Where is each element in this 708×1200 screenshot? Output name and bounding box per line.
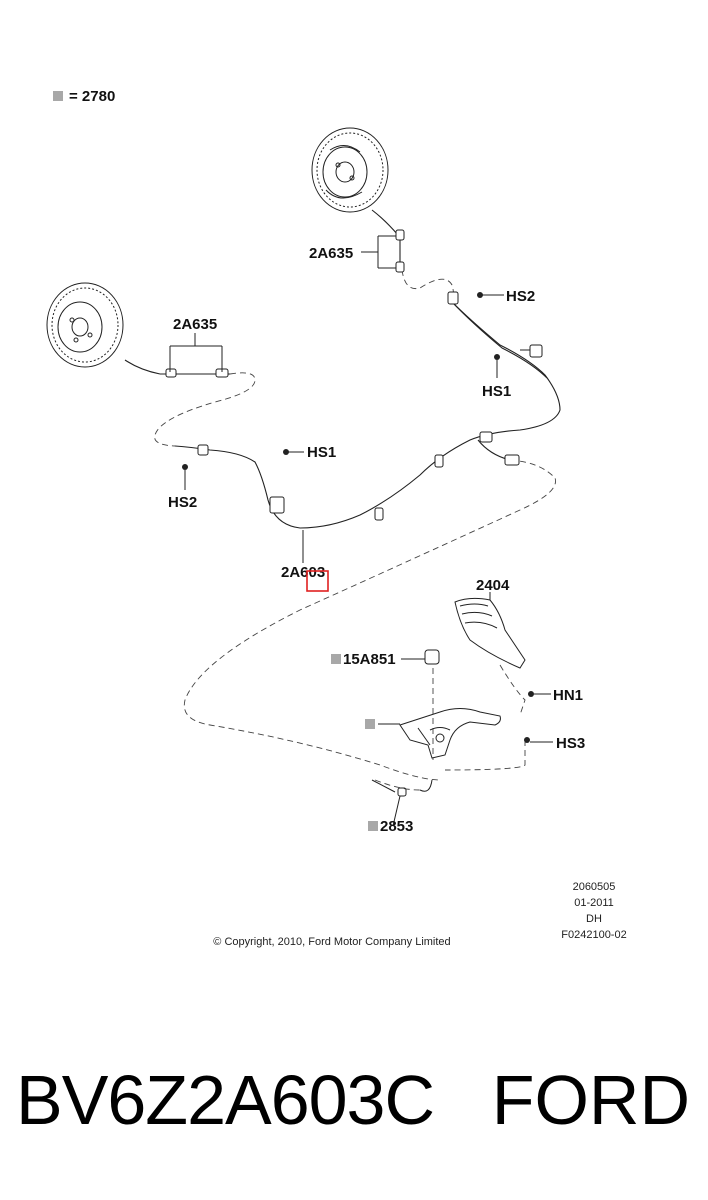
callout-hs2-top: HS2 (506, 288, 535, 305)
callout-cable-front-left: 2A635 (309, 245, 353, 262)
grey-square-icon (365, 719, 375, 729)
callout-lever: 2853 (380, 818, 413, 835)
rear-left-brake-disc-icon (46, 282, 124, 368)
callout-hs1-right: HS1 (482, 383, 511, 400)
console-boot-icon (454, 597, 526, 669)
callout-cable-rear-left: 2A635 (173, 316, 217, 333)
doc-info-line-2: 01-2011 (574, 897, 614, 909)
cable-clips (165, 229, 543, 665)
callout-boot: 2404 (476, 577, 510, 594)
brand-name: FORD (491, 1061, 690, 1139)
parking-brake-diagram: = 2780 (46, 88, 627, 948)
doc-info-line-1: 2060505 (573, 881, 616, 893)
bolt-icons (182, 292, 534, 743)
dashed-routing-lines (154, 269, 556, 791)
part-number: BV6Z2A603C (16, 1061, 435, 1139)
callout-bracket: 15A851 (343, 651, 396, 668)
callout-hs3: HS3 (556, 735, 585, 752)
grey-square-icon (331, 654, 341, 664)
doc-info-line-4: F0242100-02 (561, 929, 626, 941)
leader-lines (169, 235, 553, 827)
doc-info-line-3: DH (586, 913, 602, 925)
lever-linkage-icon (371, 779, 433, 797)
callout-hs2-left: HS2 (168, 494, 197, 511)
highlight-box (306, 570, 329, 592)
grey-square-icon (368, 821, 378, 831)
callout-hs1-middle: HS1 (307, 444, 336, 461)
legend-square-icon (53, 91, 63, 101)
rear-right-brake-disc-icon (311, 127, 389, 213)
callout-main-cable: 2A603 (281, 564, 325, 581)
copyright: © Copyright, 2010, Ford Motor Company Li… (213, 936, 450, 948)
parking-brake-lever-icon (399, 708, 501, 759)
callout-hn1: HN1 (553, 687, 583, 704)
part-footer: BV6Z2A603C FORD (0, 1060, 708, 1170)
legend-text: = 2780 (69, 88, 115, 105)
